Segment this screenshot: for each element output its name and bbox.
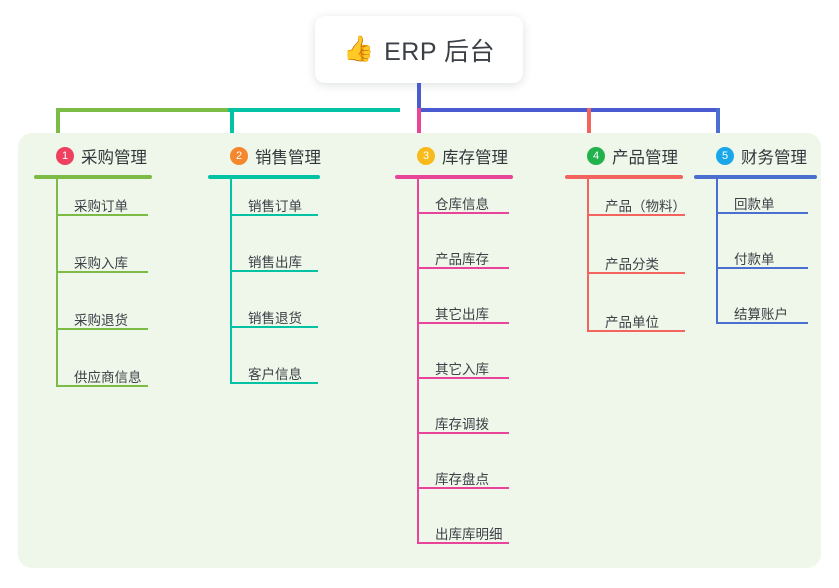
leaf-item-label[interactable]: 采购退货 (74, 313, 128, 328)
leaf-item-underline (587, 272, 685, 274)
leaf-item-underline (716, 212, 808, 214)
branch-items-5: 回款单付款单结算账户 (694, 179, 817, 328)
leaf-item-label[interactable]: 产品单位 (605, 315, 659, 330)
branch-badge-5: 5 (716, 147, 734, 165)
leaf-item-underline (56, 328, 148, 330)
branch-items-1: 采购订单采购入库采购退货供应商信息 (34, 179, 152, 391)
branch-title-5: 财务管理 (741, 149, 807, 167)
thumbs-up-icon: 👍 (342, 35, 375, 63)
leaf-item-label[interactable]: 产品库存 (435, 252, 489, 267)
leaf-item-label[interactable]: 产品分类 (605, 257, 659, 272)
leaf-item-underline (587, 214, 685, 216)
leaf-item-underline (417, 212, 509, 214)
leaf-item-label[interactable]: 销售退货 (248, 311, 302, 326)
leaf-item-label[interactable]: 付款单 (734, 252, 775, 267)
branch-title-3: 库存管理 (442, 149, 508, 167)
branch-drop-4 (587, 108, 591, 144)
branch-title-1: 采购管理 (81, 149, 147, 167)
leaf-item-underline (716, 322, 808, 324)
branch-column-1[interactable]: 1 采购管理采购订单采购入库采购退货供应商信息 (34, 144, 152, 391)
leaf-item-label[interactable]: 出库库明细 (435, 527, 503, 542)
branch-badge-1: 1 (56, 147, 74, 165)
bus-connector-blue (418, 108, 720, 112)
leaf-item-underline (587, 330, 685, 332)
branch-badge-3: 3 (417, 147, 435, 165)
branch-title-4: 产品管理 (612, 149, 678, 167)
branch-underline-5 (694, 175, 817, 179)
branch-column-5[interactable]: 5 财务管理回款单付款单结算账户 (694, 144, 817, 328)
leaf-item-underline (56, 214, 148, 216)
leaf-item-label[interactable]: 其它入库 (435, 362, 489, 377)
branch-badge-2: 2 (230, 147, 248, 165)
branch-badge-4: 4 (587, 147, 605, 165)
leaf-item-label[interactable]: 库存调拨 (435, 417, 489, 432)
branch-header-1[interactable]: 1 采购管理 (34, 144, 152, 168)
leaf-item-underline (417, 267, 509, 269)
leaf-item-underline (417, 487, 509, 489)
leaf-item-underline (417, 322, 509, 324)
leaf-item-underline (230, 326, 318, 328)
branch-spine-1 (56, 179, 58, 385)
branch-drop-1 (56, 108, 60, 144)
leaf-item-underline (56, 271, 148, 273)
branch-drop-3 (417, 108, 421, 144)
leaf-item-underline (230, 270, 318, 272)
leaf-item-label[interactable]: 仓库信息 (435, 197, 489, 212)
branch-drop-2 (230, 108, 234, 144)
branch-underline-1 (34, 175, 152, 179)
branch-header-5[interactable]: 5 财务管理 (694, 144, 817, 168)
root-node-title: ERP 后台 (384, 37, 496, 66)
root-node-card[interactable]: 👍 ERP 后台 (315, 16, 523, 83)
leaf-item-label[interactable]: 采购入库 (74, 256, 128, 271)
leaf-item-label[interactable]: 库存盘点 (435, 472, 489, 487)
leaf-item-underline (230, 214, 318, 216)
branch-underline-4 (565, 175, 683, 179)
branch-items-4: 产品（物料） 产品分类产品单位 (565, 179, 686, 336)
leaf-item-label[interactable]: 销售出库 (248, 255, 302, 270)
leaf-item-underline (417, 377, 509, 379)
bus-connector-teal (228, 108, 400, 112)
branch-column-2[interactable]: 2 销售管理销售订单销售出库销售退货客户信息 (208, 144, 321, 388)
branch-spine-5 (716, 179, 718, 322)
leaf-item-label[interactable]: 销售订单 (248, 199, 302, 214)
leaf-item-label[interactable]: 结算账户 (734, 307, 788, 322)
content-panel (18, 133, 821, 568)
trunk-connector-vertical (417, 83, 421, 110)
branch-spine-4 (587, 179, 589, 330)
leaf-item-underline (417, 432, 509, 434)
branch-header-3[interactable]: 3 库存管理 (395, 144, 513, 168)
branch-items-3: 仓库信息产品库存其它出库其它入库库存调拨库存盘点出库库明细 (395, 179, 513, 548)
branch-column-4[interactable]: 4 产品管理产品（物料） 产品分类产品单位 (565, 144, 686, 336)
branch-column-3[interactable]: 3 库存管理仓库信息产品库存其它出库其它入库库存调拨库存盘点出库库明细 (395, 144, 513, 548)
leaf-item-underline (716, 267, 808, 269)
leaf-item-label[interactable]: 客户信息 (248, 367, 302, 382)
branch-underline-3 (395, 175, 513, 179)
leaf-item-label[interactable]: 其它出库 (435, 307, 489, 322)
branch-title-2: 销售管理 (255, 149, 321, 167)
bus-connector-green (56, 108, 398, 112)
branch-items-2: 销售订单销售出库销售退货客户信息 (208, 179, 321, 388)
leaf-item-label[interactable]: 产品（物料） (605, 199, 686, 214)
branch-spine-2 (230, 179, 232, 382)
branch-spine-3 (417, 179, 419, 542)
branch-drop-5 (716, 108, 720, 144)
branch-underline-2 (208, 175, 320, 179)
leaf-item-label[interactable]: 供应商信息 (74, 370, 142, 385)
branch-header-4[interactable]: 4 产品管理 (565, 144, 683, 168)
branch-header-2[interactable]: 2 销售管理 (208, 144, 321, 168)
leaf-item-label[interactable]: 采购订单 (74, 199, 128, 214)
leaf-item-label[interactable]: 回款单 (734, 197, 775, 212)
leaf-item-underline (417, 542, 509, 544)
leaf-item-underline (230, 382, 318, 384)
leaf-item-underline (56, 385, 148, 387)
